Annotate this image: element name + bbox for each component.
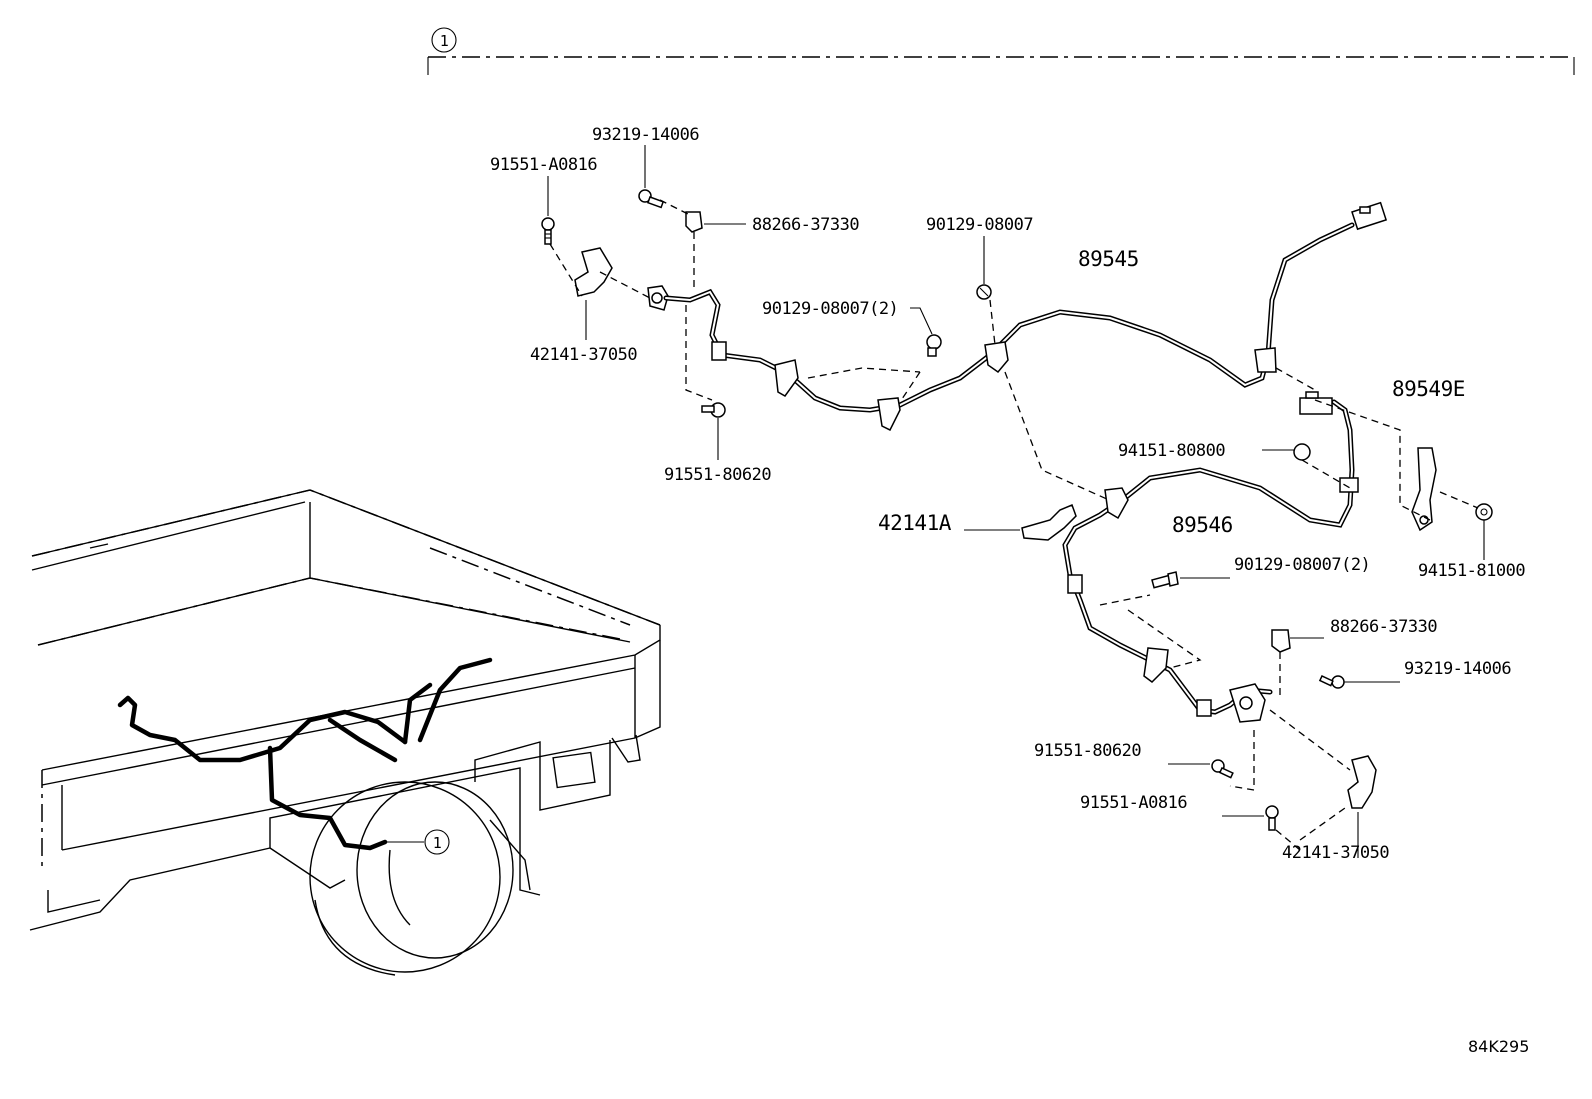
bolt-93219-14006-top-icon — [638, 189, 665, 209]
label-88266-37330-top: 88266-37330 — [752, 215, 859, 235]
assembly-ref-number: 1 — [440, 32, 449, 50]
bolt-90129-08007-2-bottom-icon — [1151, 571, 1179, 589]
label-89546: 89546 — [1172, 513, 1233, 537]
part-labels: 93219-14006 91551-A0816 88266-37330 9012… — [490, 125, 1529, 1056]
bolt-90129-08007-single-icon — [976, 284, 992, 300]
label-42141-37050-bottom: 42141-37050 — [1282, 843, 1389, 863]
label-89549e: 89549E — [1392, 377, 1465, 401]
bolt-91551-80620-top-icon — [701, 402, 726, 418]
bolt-91551-a0816-top-icon — [541, 217, 555, 245]
label-89545: 89545 — [1078, 247, 1139, 271]
label-90129-08007-2-bottom: 90129-08007(2) — [1234, 555, 1370, 575]
label-90129-08007-2-top: 90129-08007(2) — [762, 299, 898, 319]
nut-90129-08007-2-top-icon — [926, 334, 942, 357]
label-91551-a0816-top: 91551-A0816 — [490, 155, 597, 175]
truck-illustration: 1 — [29, 489, 661, 976]
diagram-code: 84K295 — [1468, 1037, 1529, 1056]
label-93219-14006-bottom: 93219-14006 — [1404, 659, 1511, 679]
label-91551-80620-bottom: 91551-80620 — [1034, 741, 1141, 761]
label-91551-80620-top: 91551-80620 — [664, 465, 771, 485]
assembly-bracket: 1 — [427, 27, 1575, 75]
label-42141-37050-top: 42141-37050 — [530, 345, 637, 365]
label-91551-a0816-bottom: 91551-A0816 — [1080, 793, 1187, 813]
label-88266-37330-bottom: 88266-37330 — [1330, 617, 1437, 637]
label-90129-08007-single: 90129-08007 — [926, 215, 1033, 235]
label-94151-80800: 94151-80800 — [1118, 441, 1225, 461]
label-94151-81000: 94151-81000 — [1418, 561, 1525, 581]
truck-ref-number: 1 — [433, 834, 442, 852]
label-42141a: 42141A — [878, 511, 952, 535]
left-sensor-assembly — [541, 145, 1388, 505]
label-93219-14006-top: 93219-14006 — [592, 125, 699, 145]
right-sensor-assembly — [964, 391, 1493, 858]
